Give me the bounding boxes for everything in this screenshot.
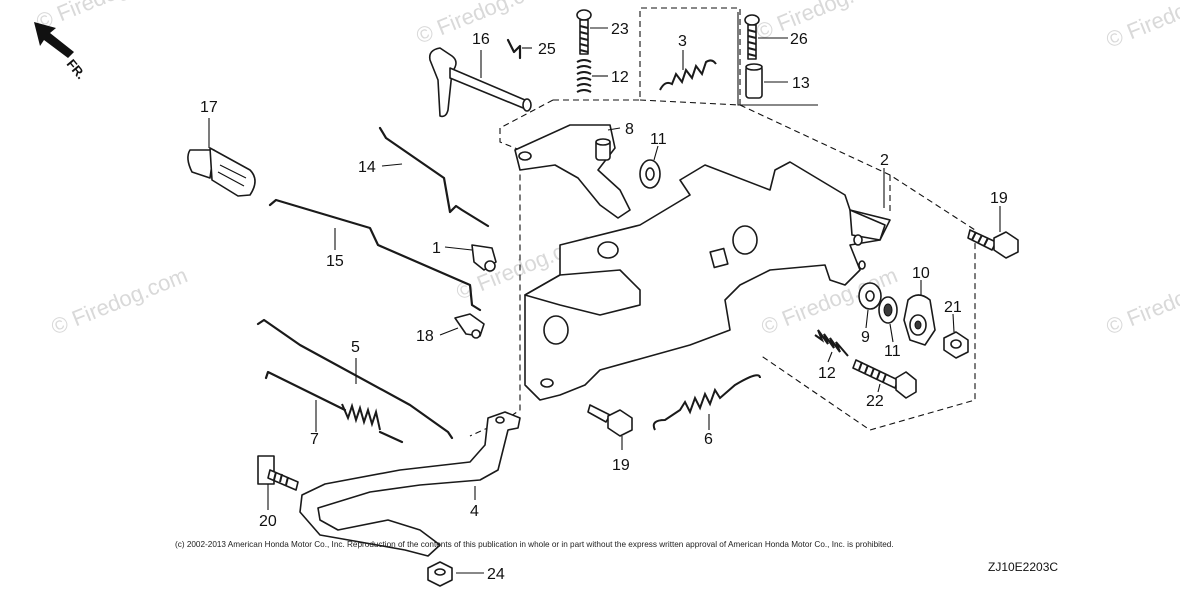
part-rod-5 bbox=[256, 318, 454, 440]
front-direction-arrow: FR. bbox=[34, 22, 89, 82]
callout-22: 22 bbox=[866, 393, 884, 410]
part-knob-17 bbox=[187, 147, 256, 197]
part-spring-6 bbox=[652, 374, 761, 431]
part-spring-12-top bbox=[576, 59, 592, 93]
callout-11-top: 11 bbox=[650, 131, 667, 148]
part-clip-1 bbox=[471, 244, 497, 272]
watermark: © Firedog.com bbox=[48, 262, 191, 339]
callout-20: 20 bbox=[259, 513, 277, 530]
part-washer-9 bbox=[858, 282, 882, 310]
callout-17: 17 bbox=[200, 99, 218, 116]
callout-18: 18 bbox=[416, 328, 434, 345]
part-clip-18 bbox=[454, 313, 485, 339]
inset-box bbox=[737, 12, 818, 106]
callout-7: 7 bbox=[310, 431, 319, 448]
callout-6: 6 bbox=[704, 431, 713, 448]
callout-26: 26 bbox=[790, 31, 808, 48]
part-control-base bbox=[524, 161, 891, 401]
part-washer-11-top bbox=[639, 159, 661, 189]
part-clip bbox=[506, 38, 522, 60]
part-lever-4 bbox=[299, 411, 521, 557]
callout-8: 8 bbox=[625, 121, 634, 138]
part-bolt-22 bbox=[852, 359, 917, 399]
arrow-icon bbox=[34, 22, 74, 58]
callout-11-right: 11 bbox=[884, 343, 901, 360]
part-bolt-20 bbox=[257, 455, 299, 491]
callout-19-bottom: 19 bbox=[612, 457, 630, 474]
callout-5: 5 bbox=[351, 339, 360, 356]
part-collar-10 bbox=[903, 294, 936, 346]
part-spring-3 bbox=[659, 59, 717, 91]
part-bolt-19-right bbox=[967, 229, 1019, 259]
callout-14: 14 bbox=[358, 159, 376, 176]
callout-15: 15 bbox=[326, 253, 344, 270]
part-bracket-8 bbox=[514, 124, 631, 219]
watermark: © Firedog.com bbox=[1103, 262, 1180, 339]
callout-10: 10 bbox=[912, 265, 930, 282]
callout-16: 16 bbox=[472, 31, 490, 48]
callout-23: 23 bbox=[611, 21, 629, 38]
part-bolt-19-bottom bbox=[587, 404, 633, 437]
callout-12-right: 12 bbox=[818, 365, 836, 382]
callout-3: 3 bbox=[678, 33, 687, 50]
callout-labels: 17 14 15 1 18 5 7 4 20 24 16 25 23 12 3 … bbox=[200, 21, 1008, 583]
callout-24: 24 bbox=[487, 566, 505, 583]
direction-label: FR. bbox=[64, 56, 89, 82]
part-rod-15 bbox=[268, 198, 482, 312]
callout-9: 9 bbox=[861, 329, 870, 346]
callout-25: 25 bbox=[538, 41, 556, 58]
part-nut-21 bbox=[943, 331, 969, 359]
callout-1: 1 bbox=[432, 240, 441, 257]
part-choke-lever bbox=[428, 47, 532, 118]
watermark: © Firedog.com bbox=[1103, 0, 1180, 53]
part-rod-7 bbox=[264, 370, 404, 444]
copyright-notice: (c) 2002-2013 American Honda Motor Co., … bbox=[175, 540, 894, 549]
callout-19-right: 19 bbox=[990, 190, 1008, 207]
callout-12-top: 12 bbox=[611, 69, 629, 86]
part-screw-23 bbox=[576, 9, 592, 55]
leader-lines bbox=[208, 27, 1001, 574]
callout-13: 13 bbox=[792, 75, 810, 92]
callout-2: 2 bbox=[880, 152, 889, 169]
part-rod-14 bbox=[378, 126, 490, 228]
part-washer-11-right bbox=[878, 296, 898, 324]
part-nut-24 bbox=[427, 561, 453, 587]
callout-4: 4 bbox=[470, 503, 479, 520]
part-spring-12-right bbox=[814, 329, 849, 357]
callout-21: 21 bbox=[944, 299, 962, 316]
diagram-code: ZJ10E2203C bbox=[988, 560, 1059, 574]
